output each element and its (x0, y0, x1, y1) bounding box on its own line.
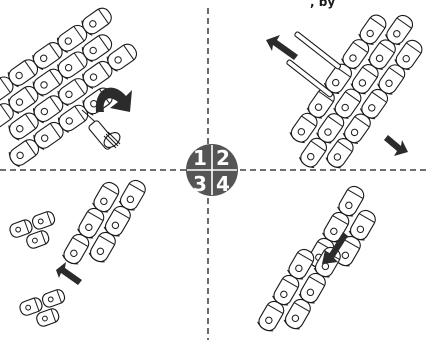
arrow-up-left-icon (56, 262, 82, 285)
step-badge: 1 2 3 4 (186, 144, 238, 196)
top-caption-fragment: , by (310, 0, 335, 9)
panel-4-band-lower (255, 243, 344, 335)
step-4-label: 4 (216, 172, 230, 196)
panel-3-band-segment (60, 176, 149, 268)
step-3-label: 3 (193, 172, 207, 196)
panel-1-band (0, 4, 141, 170)
panel-2-band (287, 11, 426, 171)
step-2-label: 2 (216, 146, 230, 170)
pin-pusher-tool (81, 109, 121, 150)
panel-3-removed-link-top (7, 209, 57, 251)
arrow-down-left-icon (322, 232, 348, 264)
panel-3-removed-link-bottom (17, 287, 67, 329)
removed-pins (286, 31, 342, 98)
step-1-label: 1 (193, 146, 207, 170)
rotate-arrow-icon (95, 87, 132, 112)
arrow-up-left-icon (266, 35, 298, 60)
arrow-down-right-icon (384, 135, 408, 156)
